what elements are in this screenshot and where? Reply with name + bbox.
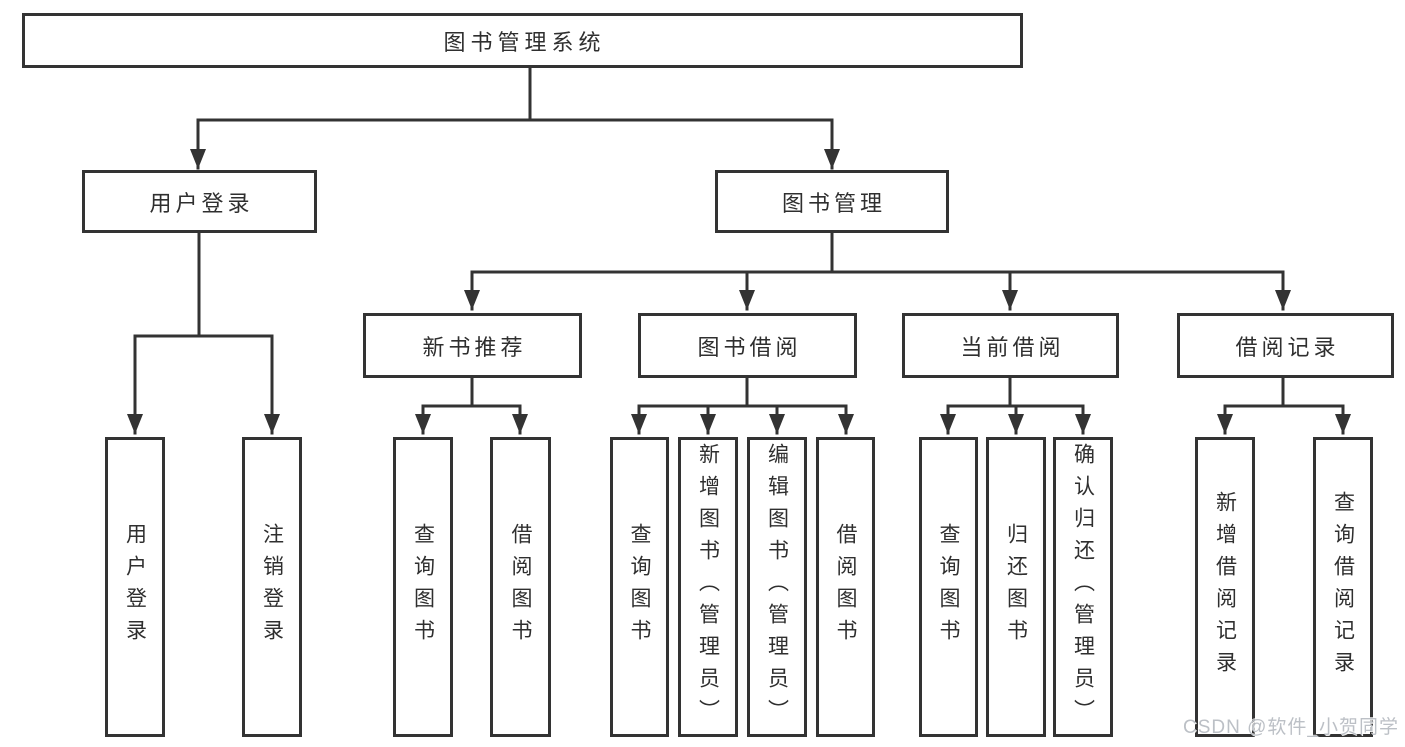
leaf-user-login: 用户登录 [105,437,165,737]
leaf-add-book-admin: 新增图书（管理员） [678,437,738,737]
node-book-borrowing: 图书借阅 [638,313,857,378]
leaf-query-books: 查询图书 [393,437,453,737]
leaf-query-books-3: 查询图书 [919,437,978,737]
node-library-management-system: 图书管理系统 [22,13,1023,68]
leaf-confirm-return-admin: 确认归还（管理员） [1053,437,1113,737]
node-new-book-recommendation: 新书推荐 [363,313,582,378]
leaf-query-books-2: 查询图书 [610,437,669,737]
node-book-management: 图书管理 [715,170,949,233]
node-current-borrowing: 当前借阅 [902,313,1119,378]
leaf-add-borrow-record: 新增借阅记录 [1195,437,1255,737]
node-user-login: 用户登录 [82,170,317,233]
leaf-query-borrow-record: 查询借阅记录 [1313,437,1373,737]
csdn-watermark: CSDN @软件_小贺同学 [1183,717,1399,738]
leaf-return-book: 归还图书 [986,437,1046,737]
leaf-borrow-books-2: 借阅图书 [816,437,875,737]
leaf-edit-book-admin: 编辑图书（管理员） [747,437,807,737]
node-borrowing-records: 借阅记录 [1177,313,1394,378]
leaf-logout: 注销登录 [242,437,302,737]
leaf-borrow-books: 借阅图书 [490,437,551,737]
